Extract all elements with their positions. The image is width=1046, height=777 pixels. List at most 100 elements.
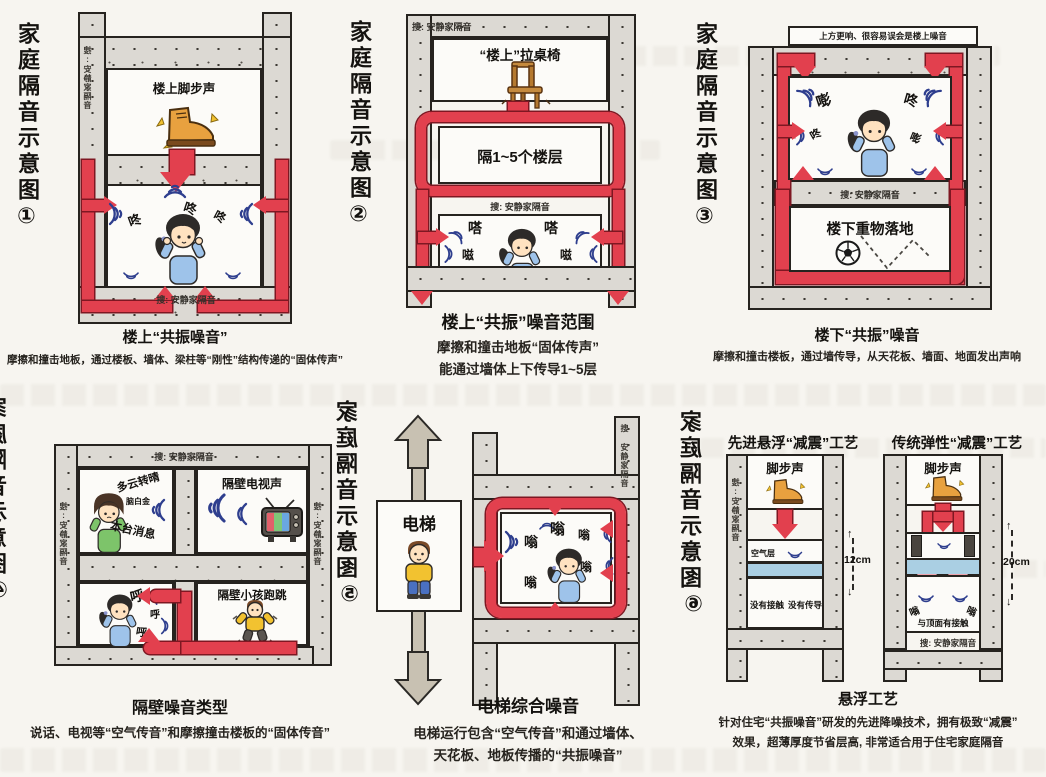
wall [78, 12, 106, 38]
footsteps-label: 脚步声 [766, 462, 804, 476]
dimension-line [1011, 530, 1013, 600]
search-tag: 搜: 安静家隔音 [919, 638, 977, 648]
tv-sfx-text: 多云转晴 [115, 471, 162, 495]
dimension-arrow-down: ↓ [1006, 596, 1012, 608]
noise-pipe [418, 232, 436, 243]
sound-waves-icon [817, 168, 833, 176]
sound-waves-icon [208, 493, 226, 523]
floors-between-room: 隔1~5个楼层 [438, 126, 602, 184]
sfx-text: 嗡 [580, 560, 593, 574]
noise-pipe [150, 590, 180, 602]
advanced-column: 搜:安静家隔音 脚步声 空气层 没有接触 没有传导 [726, 454, 871, 694]
wall [406, 14, 636, 38]
sound-waves-icon [123, 272, 139, 280]
panel-6-subtitle-1: 针对住宅“共振噪音”研发的先进降噪技术，拥有极致“减震” [718, 717, 1018, 729]
sound-waves-icon [239, 202, 254, 226]
panel-2-subtitle-2: 能通过墙体上下传导1~5层 [439, 362, 597, 377]
noise-pipe [178, 592, 191, 654]
panel-3-title: 家庭隔音示意图③ [693, 22, 718, 233]
jumping-kid [232, 600, 278, 644]
room-tv-listener: 多云转晴 脑白金 本台消息 [78, 468, 174, 554]
elevator-neighbor-room: 嗡 嗡 嗡 嗡 嗡 [500, 512, 614, 604]
panel-2-subtitle-1: 摩擦和撞击地板“固体传声” [437, 340, 599, 355]
upper-floor-room: 脚步声 [905, 454, 981, 506]
neighbor-tv-label: 隔壁电视声 [221, 477, 282, 491]
boy-covering-ears [89, 493, 128, 553]
elastic-support-post [911, 535, 922, 557]
sound-waves-icon [163, 184, 187, 199]
girl-covering-ears [547, 548, 587, 604]
wall [726, 628, 844, 650]
elevator-down-arrow [393, 651, 443, 706]
wall [822, 454, 844, 650]
wall [472, 474, 640, 500]
elevator-up-arrow [393, 414, 443, 469]
panel-1-upstairs-resonance: 家庭隔音示意图① 搜:安静家隔音 楼上脚步声 [7, 8, 343, 390]
sound-waves-icon [225, 272, 241, 280]
elevator-label: 电梯 [402, 515, 436, 534]
wall [472, 618, 640, 644]
air-layer-strip: 空气层 [746, 539, 824, 563]
panel-4-title: 家庭隔音示意图④ [0, 396, 10, 607]
noise-arrow-down [160, 172, 192, 192]
noise-arrow-up [138, 628, 160, 642]
panel-3-subtitle: 摩擦和撞击楼板，通过墙传导，从天花板、墙面、地面发出声响 [713, 351, 1021, 363]
panel-6-suspension-process: 家庭隔音示意图⑥ 先进悬浮“减震”工艺 传统弹性“减震”工艺 搜:安静家隔音 脚… [680, 392, 1046, 777]
wall [406, 266, 636, 292]
sound-waves-icon [444, 245, 453, 263]
wall [979, 668, 1003, 682]
panel-5-caption: 电梯综合噪音 [477, 697, 579, 716]
noise-pipe [604, 232, 622, 243]
floating-slab [746, 562, 824, 578]
wall [774, 180, 966, 206]
noise-pipe [926, 54, 962, 66]
noise-arrow-left [137, 587, 150, 605]
upper-floor-room: 脚步声 [746, 454, 824, 510]
panel-3-building: 上方更响、很容易误会是楼上噪音 [732, 26, 1008, 314]
dimension-arrow-up: ↑ [1006, 520, 1012, 532]
girl-covering-ears [847, 109, 896, 177]
lower-room: 没有接触 没有传导 [746, 577, 824, 629]
lower-room: 楼下重物落地 [789, 206, 951, 272]
noise-arrow-up [544, 602, 566, 616]
panel-4-building: 搜: 安静家隔音 搜:安静家隔音 搜:安静家隔音 多云转晴 脑白金 本台消息 [36, 444, 332, 670]
panel-3-downstairs-resonance: 家庭隔音示意图③ 上方更响、很容易误会是楼上噪音 [688, 8, 1046, 390]
sound-waves-icon [589, 245, 598, 263]
talk-sfx-text: 呼 [150, 610, 160, 621]
panel-3-caption: 楼下“共振”噪音 [814, 327, 920, 344]
wall [883, 668, 907, 682]
sound-waves-icon [796, 88, 815, 108]
sfx-text: 嗒 [468, 220, 482, 236]
noise-pipe-frame [416, 112, 624, 196]
sound-waves-icon [787, 551, 803, 559]
no-transfer-label: 没有传导 [788, 600, 823, 610]
search-tag-vertical: 搜 安静家隔音 [620, 424, 629, 488]
noise-arrow-right [792, 122, 805, 140]
panel-2-caption: 楼上“共振”噪音范围 [441, 313, 595, 332]
noise-pipe [198, 301, 288, 312]
sound-waves-icon [918, 595, 934, 603]
impact-pipe [923, 512, 963, 521]
panel-1-building: 搜:安静家隔音 楼上脚步声 [66, 12, 306, 324]
dimension-label-20cm: 20cm [1003, 556, 1030, 568]
search-tag: 搜: 安静家隔音 [840, 190, 900, 200]
boot-icon [924, 476, 965, 501]
sound-waves-icon [923, 88, 942, 108]
wall [883, 650, 1003, 670]
tv-sfx-text: 脑白金 [126, 497, 150, 506]
sound-waves-icon [504, 530, 519, 554]
noise-arrow-left [600, 520, 613, 538]
search-tag: 搜: 安静家隔音 [154, 452, 214, 462]
noise-pipe [776, 271, 964, 284]
noise-arrow-right [436, 228, 449, 246]
neighbor-kids-label: 隔壁小孩跑跳 [217, 590, 287, 602]
boot-icon [155, 106, 219, 149]
noise-arrow-left [253, 196, 266, 214]
wall [262, 12, 292, 38]
panel-4-caption: 隔壁噪音类型 [131, 700, 228, 717]
noise-pipe [778, 126, 794, 137]
noise-pipe [178, 642, 296, 654]
chair-drag-label: “楼上”拉桌椅 [479, 48, 561, 63]
noise-pipe [951, 190, 964, 284]
